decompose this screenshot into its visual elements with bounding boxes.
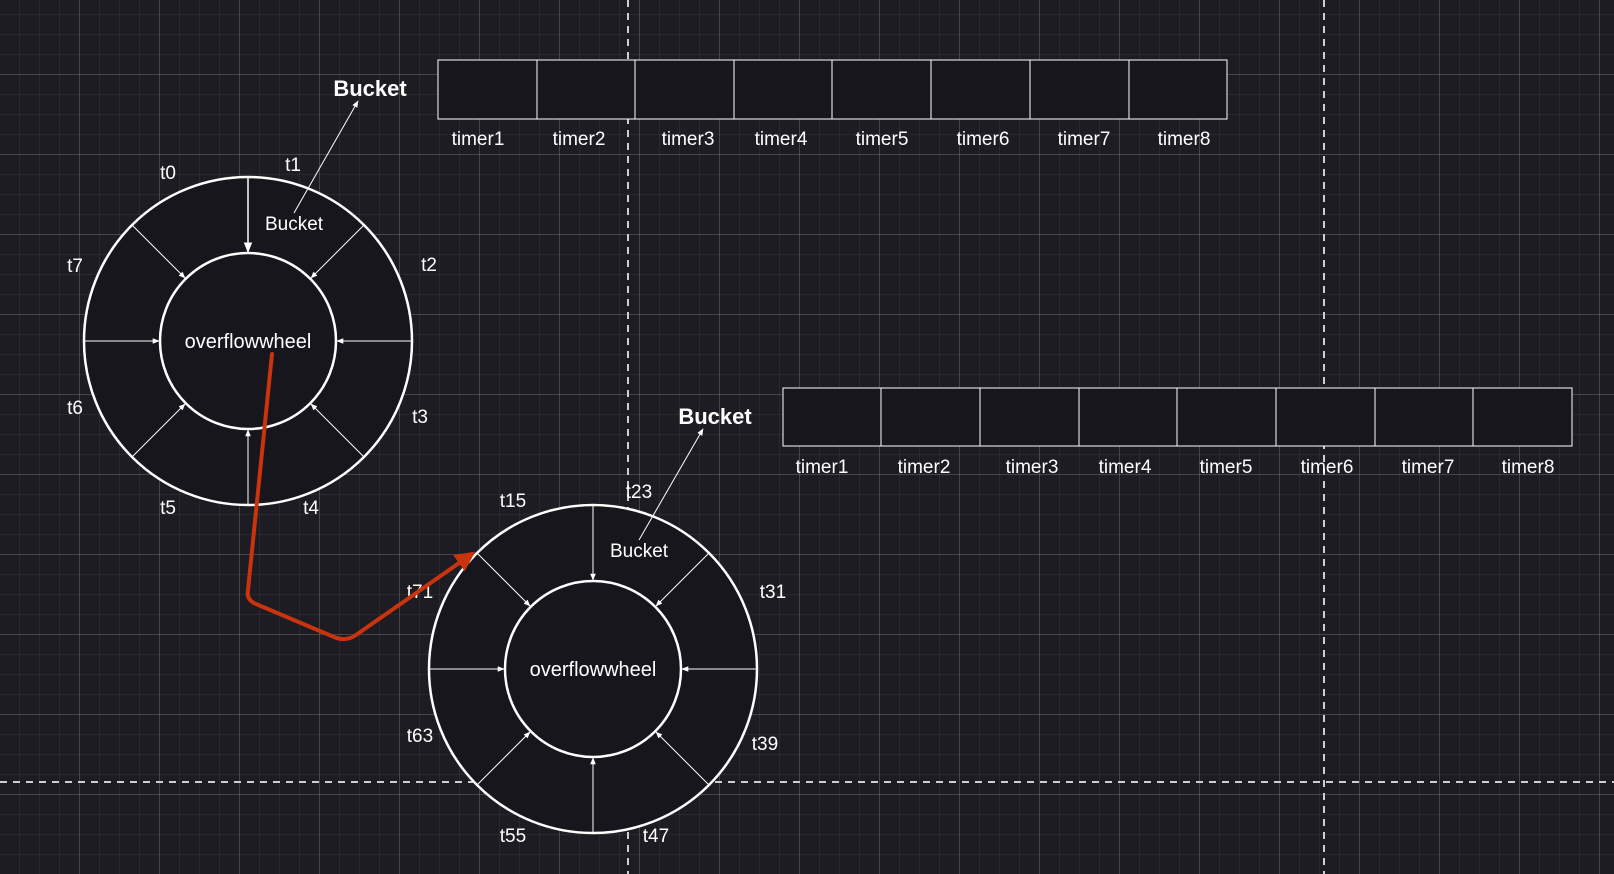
timer-label: timer7: [1058, 129, 1111, 150]
timer-cell: [831, 59, 932, 120]
wheel-bottom-slot-label: t47: [643, 826, 669, 847]
overflow-link-arrow: [245, 352, 476, 642]
wheel-bottom-spoke-nw: [476, 552, 531, 607]
timer-label: timer3: [662, 129, 715, 150]
timer-cell: [1029, 59, 1130, 120]
timer-cell: [1078, 387, 1178, 447]
timer-cell: [1374, 387, 1474, 447]
timer-cell: [1275, 387, 1376, 447]
wheel-top-slot-label: t6: [67, 398, 83, 419]
wheel-top-slot-label: t4: [303, 498, 319, 519]
wheel-top-spoke-ne: [310, 224, 365, 279]
timer-label: timer5: [1200, 457, 1253, 478]
timer-cell: [979, 387, 1080, 447]
wheel-top-slot-label: t7: [67, 256, 83, 277]
wheel-bottom-slot-label: t15: [500, 491, 526, 512]
wheel-top-slot-label: t5: [160, 498, 176, 519]
wheel-top-slot-label: t2: [421, 255, 437, 276]
wheel-top-slot-label: t3: [412, 407, 428, 428]
wheel-top: overflowwheel Bucket t0 t1 t2 t3 t4 t5 t…: [67, 76, 437, 519]
timer-label: timer1: [452, 129, 505, 150]
wheel-bottom-slot-label: t63: [407, 726, 433, 747]
timer-label: timer2: [898, 457, 951, 478]
wheel-top-slot-label: t0: [160, 163, 176, 184]
timer-label: timer4: [755, 129, 808, 150]
timer-label: timer7: [1402, 457, 1455, 478]
timer-cell: [634, 59, 735, 120]
timer-cell: [1472, 387, 1573, 447]
wheel-bottom-spoke-sw: [476, 731, 531, 786]
wheel-top-spoke-sw: [131, 403, 186, 458]
timer-label: timer6: [1301, 457, 1354, 478]
timer-label: timer4: [1099, 457, 1152, 478]
wheel-bottom-center-label: overflowwheel: [530, 659, 657, 681]
timer-label: timer1: [796, 457, 849, 478]
wheel-top-bucket-title: Bucket: [333, 76, 407, 101]
timer-cell: [733, 59, 833, 120]
timer-cell: [930, 59, 1031, 120]
timer-label: timer2: [553, 129, 606, 150]
timer-label: timer8: [1158, 129, 1211, 150]
wheel-bottom-bucket-pointer: [638, 428, 704, 541]
wheel-top-bucket-pointer: [293, 100, 359, 214]
timer-cell: [880, 387, 981, 447]
wheel-top-inner-bucket-label: Bucket: [265, 214, 324, 235]
timer-cell: [437, 59, 538, 120]
wheel-bottom-spoke-ne: [655, 552, 710, 607]
wheel-bottom-inner-circle: [503, 579, 683, 759]
wheel-bottom-slot-label: t23: [626, 482, 652, 503]
wheel-top-slot-label: t1: [285, 155, 301, 176]
wheel-bottom-slot-label: t55: [500, 826, 526, 847]
timer-array-top: timer1 timer2 timer3 timer4 timer5 timer…: [437, 59, 1228, 150]
timer-cell: [536, 59, 636, 120]
timer-label: timer6: [957, 129, 1010, 150]
wheel-bottom-slot-label: t31: [760, 582, 786, 603]
timer-cell: [1176, 387, 1277, 447]
timer-label: timer5: [856, 129, 909, 150]
wheel-top-spoke-se: [310, 403, 365, 458]
timer-label: timer3: [1006, 457, 1059, 478]
timer-cell: [782, 387, 882, 447]
wheel-bottom: overflowwheel Bucket t15 t23 t31 t39 t47…: [407, 404, 786, 847]
wheel-bottom-spoke-se: [655, 731, 710, 786]
wheel-bottom-slot-label: t39: [752, 734, 778, 755]
wheel-top-center-label: overflowwheel: [185, 331, 312, 353]
wheel-bottom-bucket-title: Bucket: [678, 404, 752, 429]
timer-cell: [1128, 59, 1228, 120]
timer-label: timer8: [1502, 457, 1555, 478]
timer-array-bottom: timer1 timer2 timer3 timer4 timer5 timer…: [782, 387, 1573, 478]
wheel-top-spoke-nw: [131, 224, 186, 279]
wheel-bottom-inner-bucket-label: Bucket: [610, 541, 669, 562]
